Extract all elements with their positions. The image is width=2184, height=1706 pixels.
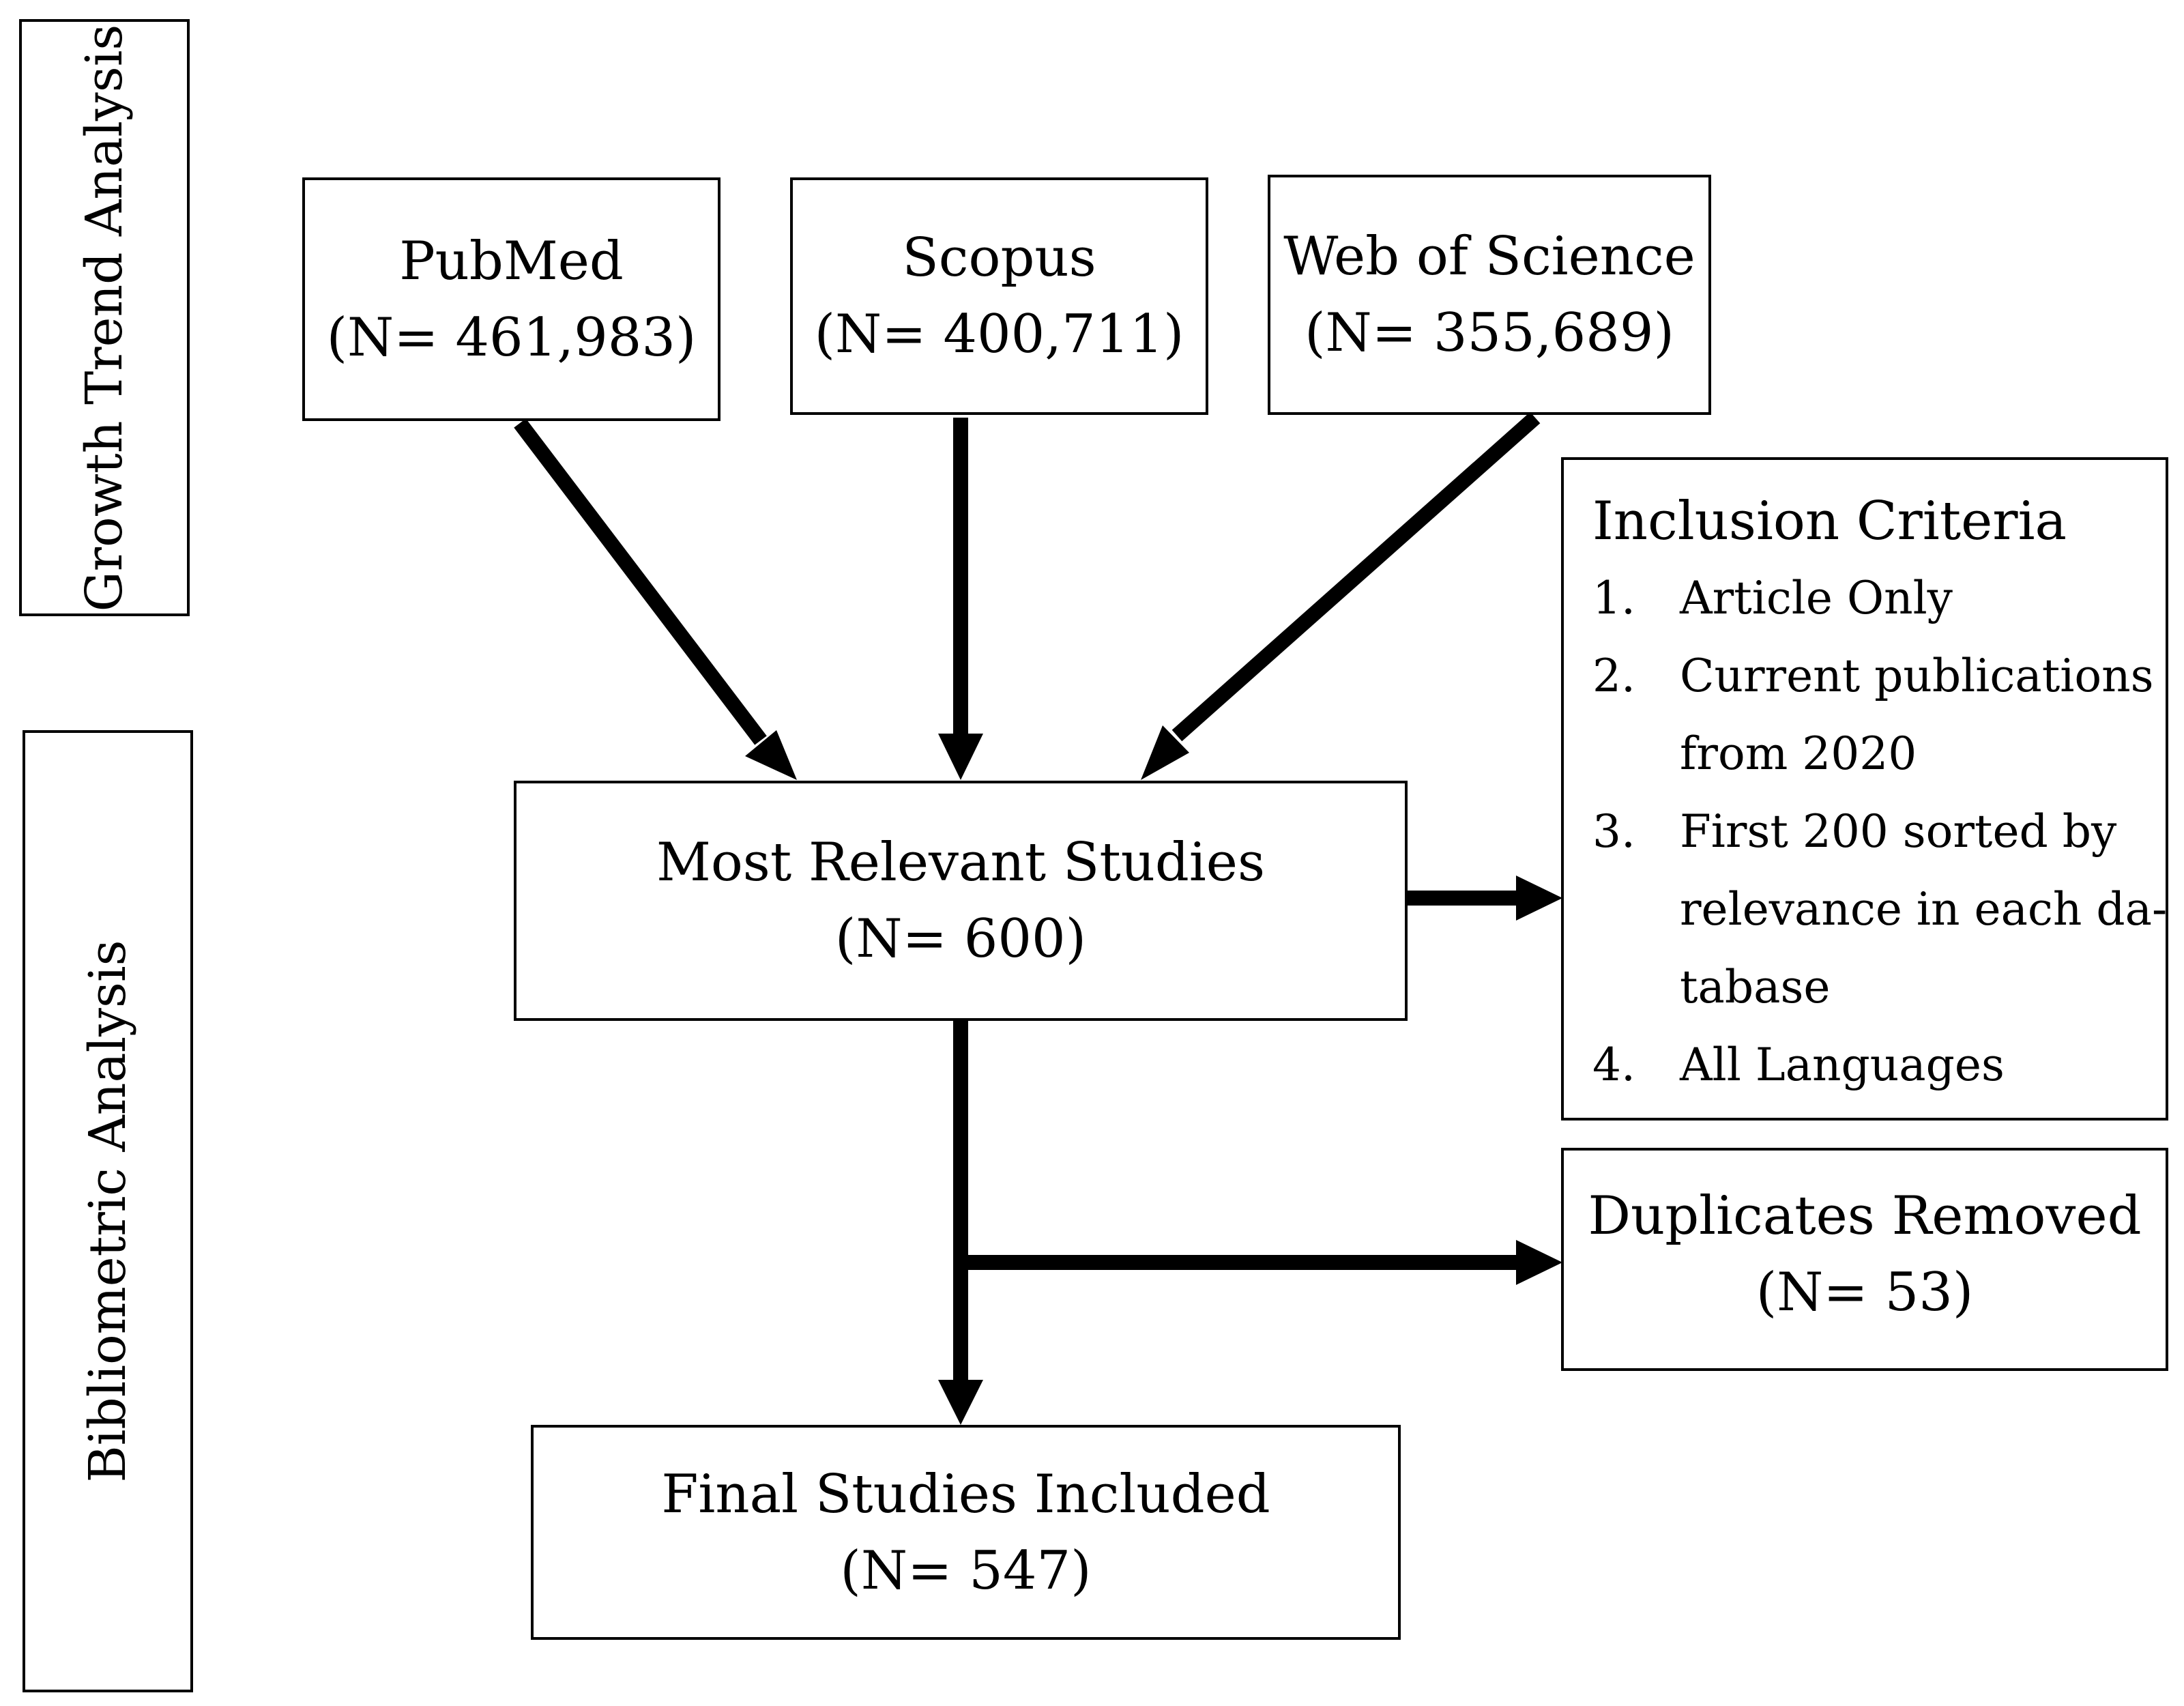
duplicates-removed-box: Duplicates Removed (N= 53) xyxy=(1561,1148,2168,1371)
most-relevant-studies-box: Most Relevant Studies (N= 600) xyxy=(514,781,1408,1021)
relevant-to-criteria-arrowhead xyxy=(1516,876,1562,921)
criteria-item-line: Article Only xyxy=(1680,572,1953,624)
criteria-item: 3. First 200 sorted by relevance in each… xyxy=(1592,793,2167,1026)
criteria-item-number: 3. xyxy=(1592,805,1635,858)
criteria-item-number: 2. xyxy=(1592,650,1635,702)
scopus-count: (N= 400,711) xyxy=(814,304,1184,365)
bibliometric-analysis-panel: Bibliometric Analysis xyxy=(23,730,193,1692)
duplicates-removed-count: (N= 53) xyxy=(1756,1262,1974,1323)
most-relevant-studies-title: Most Relevant Studies xyxy=(656,832,1265,893)
pubmed-box: PubMed (N= 461,983) xyxy=(302,177,720,421)
duplicates-removed-title: Duplicates Removed xyxy=(1588,1185,2142,1247)
pubmed-name: PubMed xyxy=(399,230,624,292)
scopus-name: Scopus xyxy=(902,227,1096,289)
relevant-to-final-arrowhead xyxy=(938,1380,983,1425)
scopus-to-relevant-arrowhead xyxy=(938,734,983,780)
scopus-box: Scopus (N= 400,711) xyxy=(790,177,1208,415)
inclusion-criteria-box: Inclusion Criteria 1. Article Only 2. Cu… xyxy=(1561,457,2168,1121)
criteria-item-text: First 200 sorted by relevance in each da… xyxy=(1680,793,2167,1026)
final-studies-title: Final Studies Included xyxy=(661,1463,1270,1525)
growth-trend-analysis-panel: Growth Trend Analysis xyxy=(19,19,190,616)
pubmed-to-relevant-arrow-shaft xyxy=(514,418,767,745)
inclusion-criteria-list: 1. Article Only 2. Current publications … xyxy=(1592,560,2167,1104)
criteria-item: 2. Current publications from 2020 xyxy=(1592,637,2153,793)
web-of-science-name: Web of Science xyxy=(1283,226,1695,287)
criteria-item: 1. Article Only xyxy=(1592,560,2138,637)
wos-to-relevant-arrow-shaft xyxy=(1171,411,1541,742)
inclusion-criteria-title: Inclusion Criteria xyxy=(1592,491,2067,552)
web-of-science-count: (N= 355,689) xyxy=(1305,302,1674,364)
criteria-item-line: from 2020 xyxy=(1680,727,1917,780)
criteria-item-number: 4. xyxy=(1592,1039,1635,1091)
to-duplicates-arrowhead xyxy=(1516,1240,1562,1285)
most-relevant-studies-count: (N= 600) xyxy=(834,908,1087,970)
criteria-item-text: Article Only xyxy=(1680,560,1953,637)
final-studies-count: (N= 547) xyxy=(840,1539,1092,1602)
criteria-item-line: First 200 sorted by xyxy=(1680,805,2117,858)
criteria-item-number: 1. xyxy=(1592,572,1635,624)
criteria-item-line: tabase xyxy=(1680,961,1831,1013)
final-studies-box: Final Studies Included (N= 547) xyxy=(531,1425,1401,1640)
criteria-item-text: Current publications from 2020 xyxy=(1680,637,2153,793)
criteria-item-line: Current publications xyxy=(1680,650,2154,702)
criteria-item-line: relevance in each da- xyxy=(1680,883,2168,936)
criteria-item-text: All Languages xyxy=(1680,1026,2005,1104)
web-of-science-box: Web of Science (N= 355,689) xyxy=(1268,175,1711,415)
pubmed-count: (N= 461,983) xyxy=(326,306,697,368)
wos-to-relevant-arrowhead xyxy=(1141,725,1189,780)
criteria-item: 4. All Languages xyxy=(1592,1026,2138,1104)
pubmed-to-relevant-arrowhead xyxy=(745,730,797,780)
criteria-item-line: All Languages xyxy=(1680,1039,2005,1091)
